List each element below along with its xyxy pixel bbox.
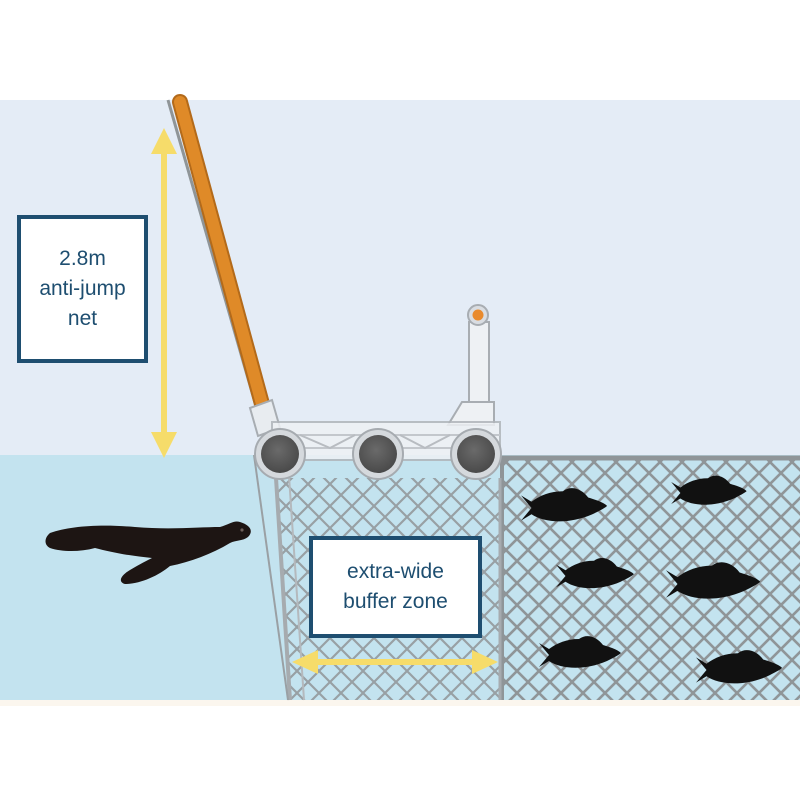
orange-pole-fill bbox=[174, 96, 268, 410]
lamp-post bbox=[446, 304, 495, 426]
fish-icon bbox=[521, 488, 608, 522]
fish-icon bbox=[696, 650, 783, 684]
float-wheels bbox=[254, 428, 502, 480]
ground-strip bbox=[0, 700, 800, 706]
height-double-arrow bbox=[151, 128, 177, 458]
buffer-zone-label: extra-wide buffer zone bbox=[309, 536, 482, 638]
anti-jump-net-label: 2.8m anti-jump net bbox=[17, 215, 148, 363]
sea-lion-icon bbox=[45, 521, 251, 584]
fish-icon bbox=[556, 558, 634, 589]
fish-school bbox=[521, 475, 783, 684]
width-double-arrow bbox=[292, 650, 498, 674]
fish-icon bbox=[539, 636, 621, 668]
net-side-line bbox=[253, 454, 289, 701]
fish-icon bbox=[671, 475, 747, 505]
fish-icon bbox=[666, 562, 761, 599]
